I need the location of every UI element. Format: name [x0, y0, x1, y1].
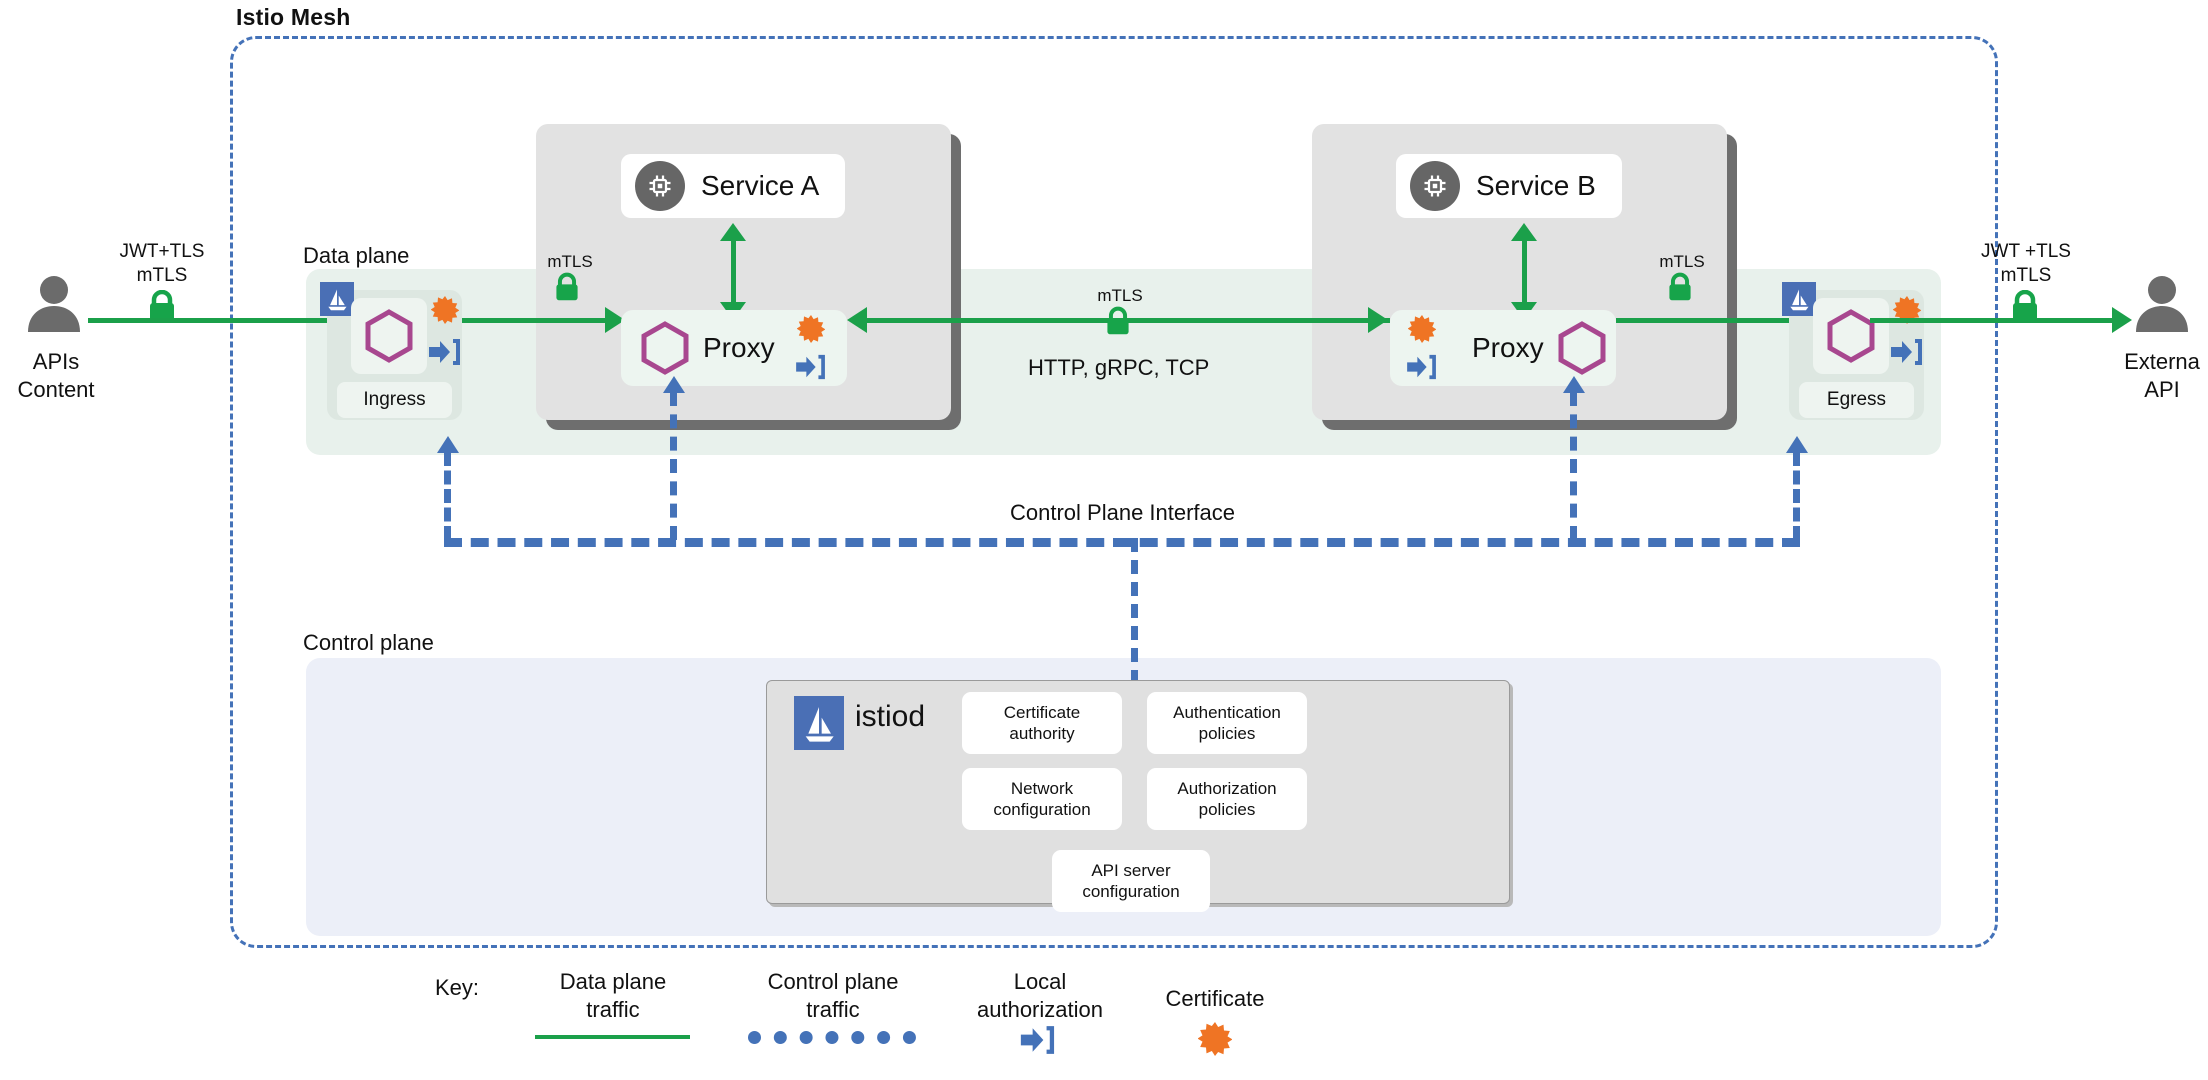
ingress-name: Ingress	[337, 382, 452, 418]
mtls-label-a: mTLS	[547, 252, 593, 271]
edge-client-to-ingress	[88, 318, 338, 323]
data-plane-label: Data plane	[303, 243, 410, 268]
service-a-card[interactable]: Service A	[621, 154, 846, 218]
service-b-card[interactable]: Service B	[1396, 154, 1622, 218]
green-solid-line-swatch	[535, 1035, 690, 1039]
lock-icon-left	[150, 290, 174, 321]
control-plane-interface-line	[444, 538, 1800, 547]
service-a-name: Service A	[701, 170, 820, 201]
arrow-up-service-a	[720, 223, 746, 241]
certificate-starburst-icon-ingress	[431, 296, 459, 324]
edge-service-b-proxy-b	[1522, 238, 1527, 308]
lock-icon-right	[2013, 290, 2037, 321]
local-authorization-icon-b	[1407, 354, 1436, 380]
riser-ingress-arrow	[437, 436, 459, 453]
drop-to-istiod	[1131, 538, 1138, 684]
egress-gateway-group[interactable]: Egress	[1782, 282, 1924, 420]
proxy-b-card[interactable]: Proxy	[1390, 310, 1616, 386]
key-item-certificate: Certificate	[1165, 986, 1265, 1011]
protocol-label: HTTP, gRPC, TCP	[1028, 355, 1210, 380]
hexagon-proxy-icon-ingress	[365, 309, 413, 363]
cpu-chip-icon-b	[1410, 161, 1460, 211]
riser-proxy-a	[670, 392, 677, 540]
proxy-a-card[interactable]: Proxy	[621, 310, 847, 386]
local-authorization-icon-ingress	[429, 339, 460, 365]
local-authorization-icon-egress	[1891, 339, 1922, 365]
edge-proxy-b-to-egress	[1616, 318, 1796, 323]
person-icon-external	[2136, 276, 2188, 332]
riser-ingress	[444, 452, 451, 540]
istio-mesh-boundary	[230, 36, 1998, 948]
lock-icon-a	[556, 272, 578, 301]
istio-mesh-label: Istio Mesh	[228, 4, 359, 31]
local-authorization-icon-key	[1020, 1026, 1055, 1054]
arrow-into-proxy-a	[605, 307, 625, 333]
cpu-chip-icon-a	[635, 161, 685, 211]
key-label: Key:	[435, 975, 480, 1000]
riser-egress	[1793, 452, 1800, 540]
certificate-starburst-icon-a	[797, 315, 825, 343]
ingress-gateway-group[interactable]: Ingress	[320, 282, 462, 420]
riser-proxy-a-arrow	[663, 376, 685, 393]
arrow-left-to-proxy-a	[847, 307, 867, 333]
hexagon-proxy-icon-egress	[1827, 309, 1875, 363]
edge-ingress-to-proxy-a	[462, 318, 612, 323]
right-edge-security-label: JWT +TLS mTLS	[1981, 241, 2071, 286]
certificate-starburst-icon-egress	[1893, 296, 1921, 324]
left-edge-security-label: JWT+TLS mTLS	[119, 241, 205, 286]
mtls-label-b: mTLS	[1659, 252, 1705, 271]
riser-egress-arrow	[1786, 436, 1808, 453]
person-icon	[28, 276, 80, 332]
external-api-label: Externa API	[2124, 349, 2200, 402]
control-plane-label: Control plane	[303, 630, 434, 655]
arrow-up-service-b	[1511, 223, 1537, 241]
arrow-right-to-proxy-b	[1368, 307, 1388, 333]
egress-proxy-hexagon-box	[1813, 298, 1889, 374]
mtls-label-mid: mTLS	[1097, 286, 1143, 305]
riser-proxy-b	[1570, 392, 1577, 540]
proxy-a-label: Proxy	[703, 332, 775, 363]
riser-proxy-b-arrow	[1563, 376, 1585, 393]
control-plane-interface-label: Control Plane Interface	[1010, 500, 1236, 525]
istio-sail-icon-egress	[1782, 282, 1816, 316]
lock-icon-b	[1669, 272, 1691, 301]
hexagon-proxy-icon-b	[1558, 321, 1606, 375]
istiod-name: istiod	[855, 700, 926, 733]
istio-sail-icon-ingress	[320, 282, 354, 316]
certificate-starburst-icon-key	[1198, 1022, 1232, 1056]
lock-icon-mid	[1107, 306, 1129, 335]
egress-name: Egress	[1799, 382, 1914, 418]
ingress-proxy-hexagon-box	[351, 298, 427, 374]
edge-egress-to-external	[1870, 318, 2120, 323]
istio-sail-icon-istiod	[794, 696, 844, 750]
hexagon-proxy-icon-a	[641, 321, 689, 375]
blue-dashed-line-swatch	[748, 1031, 916, 1044]
arrow-into-external-api	[2112, 307, 2132, 333]
proxy-b-label: Proxy	[1472, 332, 1544, 363]
apis-content-label: APIs Content	[17, 349, 95, 402]
edge-service-a-proxy-a	[731, 238, 736, 308]
local-authorization-icon-a	[796, 354, 825, 380]
certificate-starburst-icon-b	[1408, 315, 1436, 343]
service-b-name: Service B	[1476, 170, 1596, 201]
